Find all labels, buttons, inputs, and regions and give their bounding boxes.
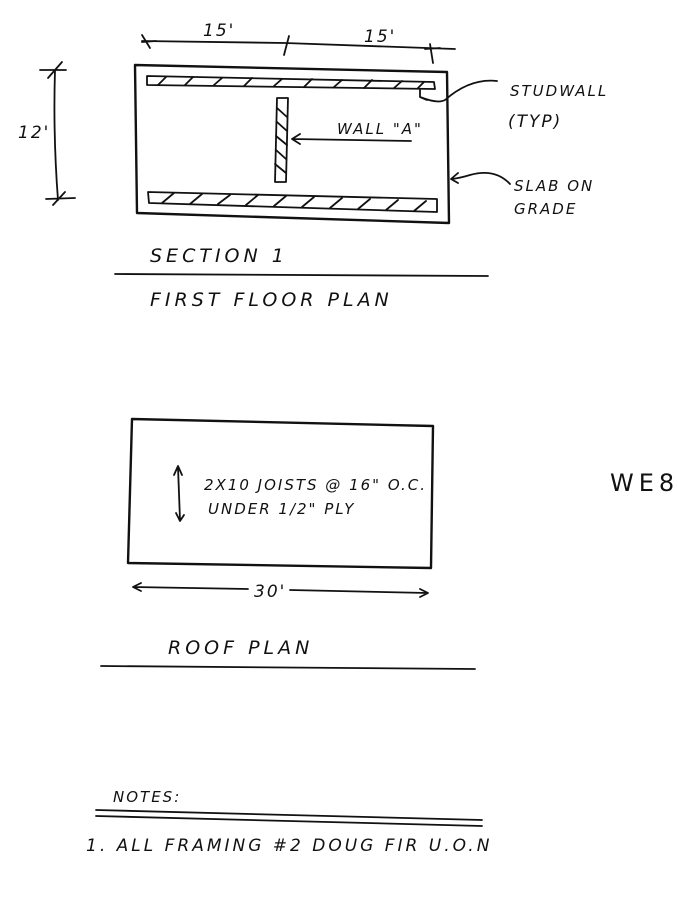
wall-a-leader-arrow	[291, 133, 412, 145]
slab-leader-arrow	[450, 172, 511, 185]
roof-plan: 2X10 JOISTS @ 16" O.C. UNDER 1/2" PLY 30…	[100, 417, 476, 670]
studwall-typ-label: (TYP)	[508, 112, 562, 132]
title-underline	[114, 273, 489, 277]
roof-plan-title: ROOF PLAN	[168, 637, 313, 659]
joist-note-line2: UNDER 1/2" PLY	[208, 500, 355, 518]
wall-a	[274, 97, 289, 183]
roof-title-underline	[100, 665, 476, 670]
wall-a-label: WALL "A"	[337, 120, 423, 138]
roof-width-dimension: 30'	[254, 582, 286, 602]
slab-outline	[133, 63, 451, 225]
joist-note-line1: 2X10 JOISTS @ 16" O.C.	[204, 476, 427, 494]
dimension-15-right: 15'	[364, 27, 396, 47]
notes-block: NOTES: 1. ALL FRAMING #2 DOUG FIR U.O.N	[86, 788, 492, 856]
sheet-id: WE8	[610, 469, 678, 497]
studwall-label: STUDWALL	[510, 82, 608, 100]
first-floor-plan: 15' 15' 12' WALL "A" STU	[18, 21, 608, 311]
grade-label: GRADE	[514, 200, 577, 218]
dimension-15-left: 15'	[203, 21, 235, 41]
side-dimension-line	[39, 61, 76, 206]
top-dimension-line	[141, 34, 456, 64]
note-item-1: 1. ALL FRAMING #2 DOUG FIR U.O.N	[86, 836, 492, 856]
roof-outline	[126, 417, 435, 570]
section-title: SECTION 1	[150, 245, 288, 267]
notes-double-underline	[95, 809, 483, 827]
top-studwall	[146, 75, 436, 90]
joist-direction-arrow	[173, 465, 185, 522]
bottom-studwall	[147, 191, 438, 213]
first-floor-plan-title: FIRST FLOOR PLAN	[150, 289, 393, 311]
notes-heading: NOTES:	[113, 788, 181, 806]
studwall-leader-arrow	[419, 79, 498, 103]
dimension-12: 12'	[18, 123, 50, 143]
roof-width-dimension-line	[132, 582, 429, 598]
slab-label: SLAB ON	[514, 177, 594, 195]
